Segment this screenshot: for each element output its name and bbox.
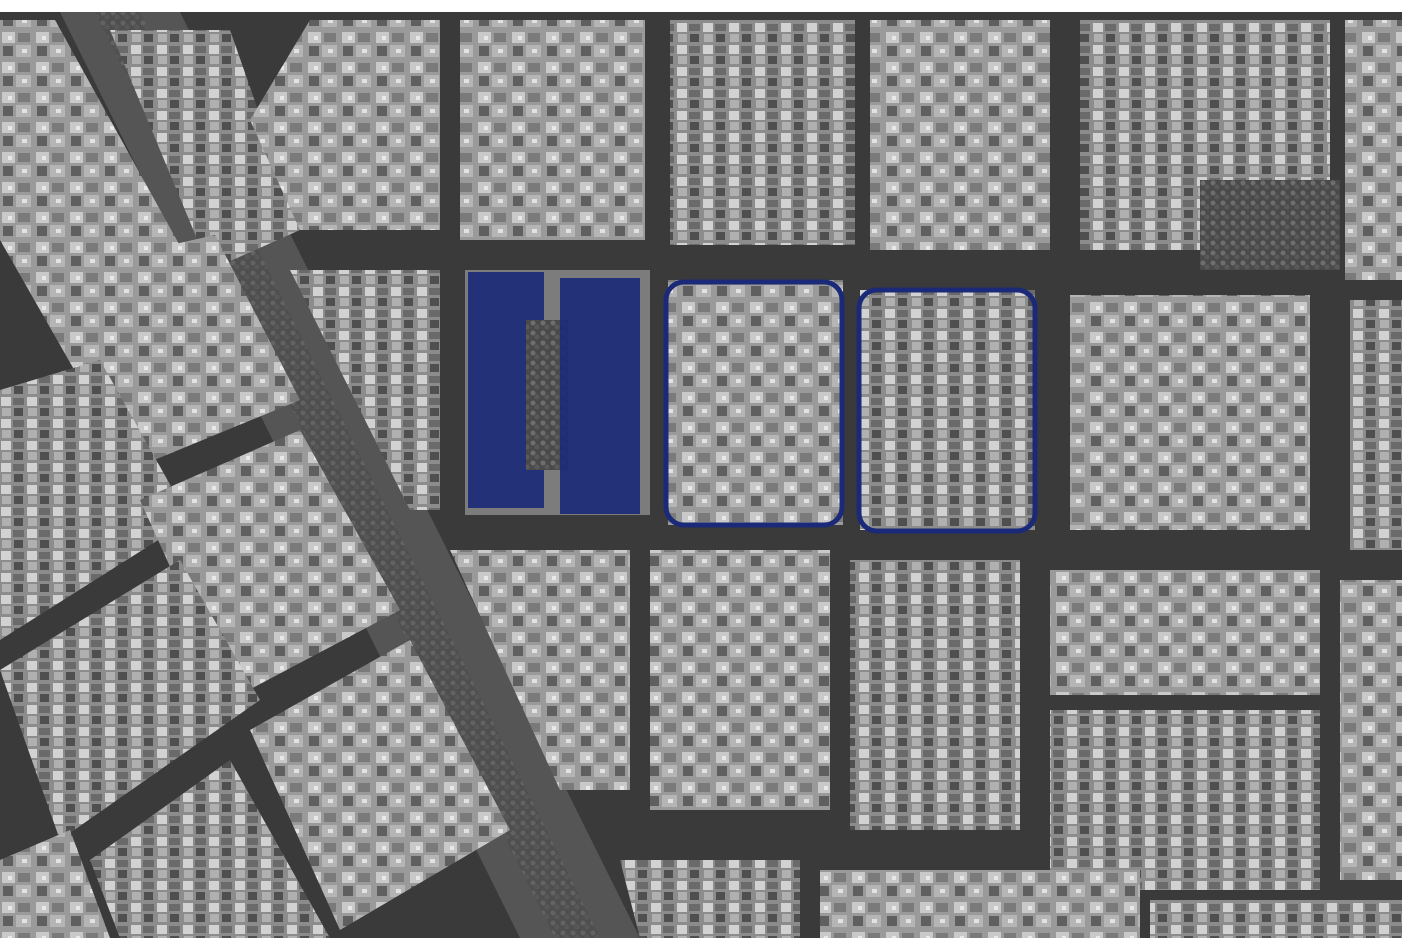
middle-left-blocks (250, 20, 800, 938)
outlined-block-2 (856, 287, 1038, 534)
top-border (0, 0, 1402, 12)
block-under-outline-2 (860, 290, 1035, 530)
block-under-outline-1 (668, 280, 843, 525)
outlined-block-1 (663, 279, 845, 528)
filled-wing-right (560, 278, 640, 514)
park-area (1200, 180, 1340, 270)
highlighted-filled-block (468, 272, 640, 514)
grid-blocks (460, 20, 1402, 938)
left-district-blocks (0, 20, 510, 938)
